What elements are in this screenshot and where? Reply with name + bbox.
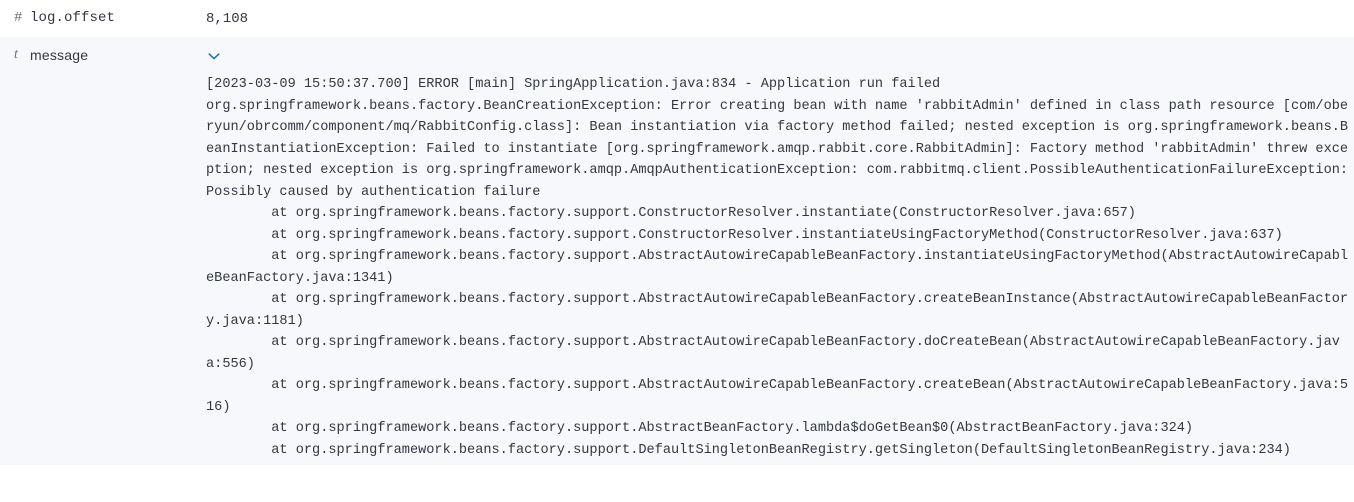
field-expand-cell [200,37,1354,78]
message-header-line: t message [0,37,1354,78]
field-name-cell: # log.offset [0,0,200,36]
number-type-icon: # [14,10,23,26]
field-name-cell: t message [0,37,200,73]
table-row-message[interactable]: t message [2023-03-09 15:50:37.700] ERRO… [0,37,1354,465]
string-type-icon: t [14,47,18,62]
field-value-cell: [2023-03-09 15:50:37.700] ERROR [main] S… [200,74,1354,461]
message-value-line: [2023-03-09 15:50:37.700] ERROR [main] S… [0,77,1354,465]
field-value-message: [2023-03-09 15:50:37.700] ERROR [main] S… [206,77,1349,458]
field-value-cell: 8,108 [200,0,1354,37]
chevron-down-icon[interactable] [206,46,224,64]
field-value-log-offset: 8,108 [206,11,249,27]
document-field-table: # log.offset 8,108 t message [0,0,1354,465]
field-name-label: log.offset [30,10,116,26]
table-row-log-offset[interactable]: # log.offset 8,108 [0,0,1354,37]
field-name-label: message [30,47,89,63]
